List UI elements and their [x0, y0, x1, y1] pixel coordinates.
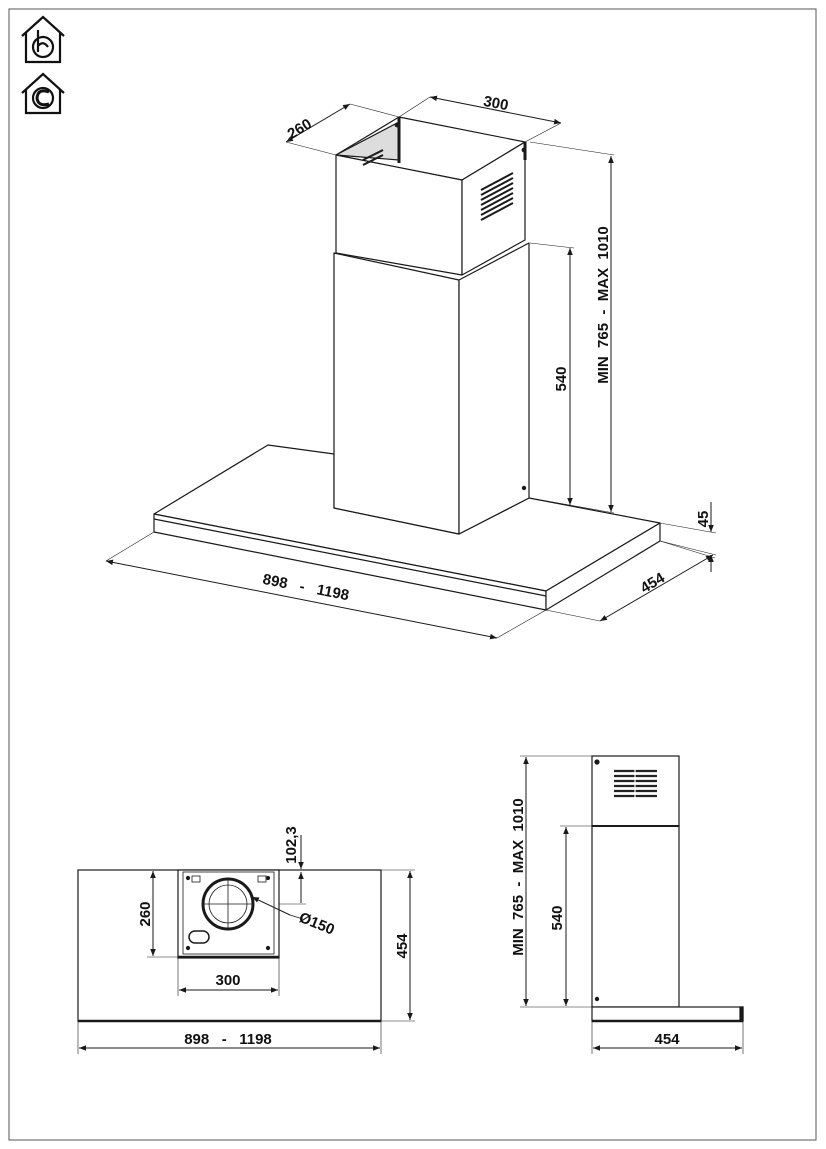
- page-border: [8, 8, 817, 1141]
- side-labels: MIN 765 - MAX 1010 540 454: [510, 798, 680, 1048]
- plan-duct-outline: [177, 869, 280, 959]
- side-vent-grille: [614, 769, 657, 798]
- iso-canopy-thickness-label: 45: [695, 511, 712, 528]
- upper-duct-iso: [335, 116, 527, 276]
- side-total-height-label: MIN 765 - MAX 1010: [510, 798, 527, 956]
- ducted-extraction-icon: [21, 15, 65, 64]
- iso-canopy-width-label: 898 - 1198: [261, 571, 350, 604]
- iso-lower-duct-height-label: 540: [553, 366, 570, 391]
- side-lower-duct: [591, 825, 680, 1008]
- side-dimensions: [520, 755, 744, 1054]
- plan-duct-width-label: 300: [215, 972, 240, 989]
- plan-labels: 102,3 260 300 Ø150 454 898 - 1198: [137, 826, 411, 1048]
- side-lower-duct-height-label: 540: [549, 905, 566, 930]
- isometric-view: [153, 116, 661, 611]
- iso-duct-width-label: 300: [482, 93, 510, 114]
- plan-duct-depth-label: 260: [137, 901, 154, 926]
- plan-view: [77, 869, 382, 1023]
- plan-canopy-depth-label: 454: [394, 933, 411, 959]
- recirculation-icon: [21, 72, 65, 115]
- side-view: [591, 755, 744, 1023]
- iso-duct-depth-label: 260: [285, 115, 315, 142]
- side-canopy: [591, 1006, 744, 1022]
- plan-canopy-width-label: 898 - 1198: [184, 1031, 272, 1048]
- plan-dimensions: [77, 835, 415, 1054]
- plan-offset-label: 102,3: [283, 826, 300, 864]
- isometric-dimensions: [105, 95, 717, 640]
- vent-grille-iso: [362, 149, 514, 221]
- lower-duct-iso: [333, 242, 530, 535]
- side-canopy-depth-label: 454: [654, 1031, 680, 1048]
- iso-total-height-label: MIN 765 - MAX 1010: [595, 226, 612, 384]
- iso-canopy-depth-label: 454: [638, 569, 669, 597]
